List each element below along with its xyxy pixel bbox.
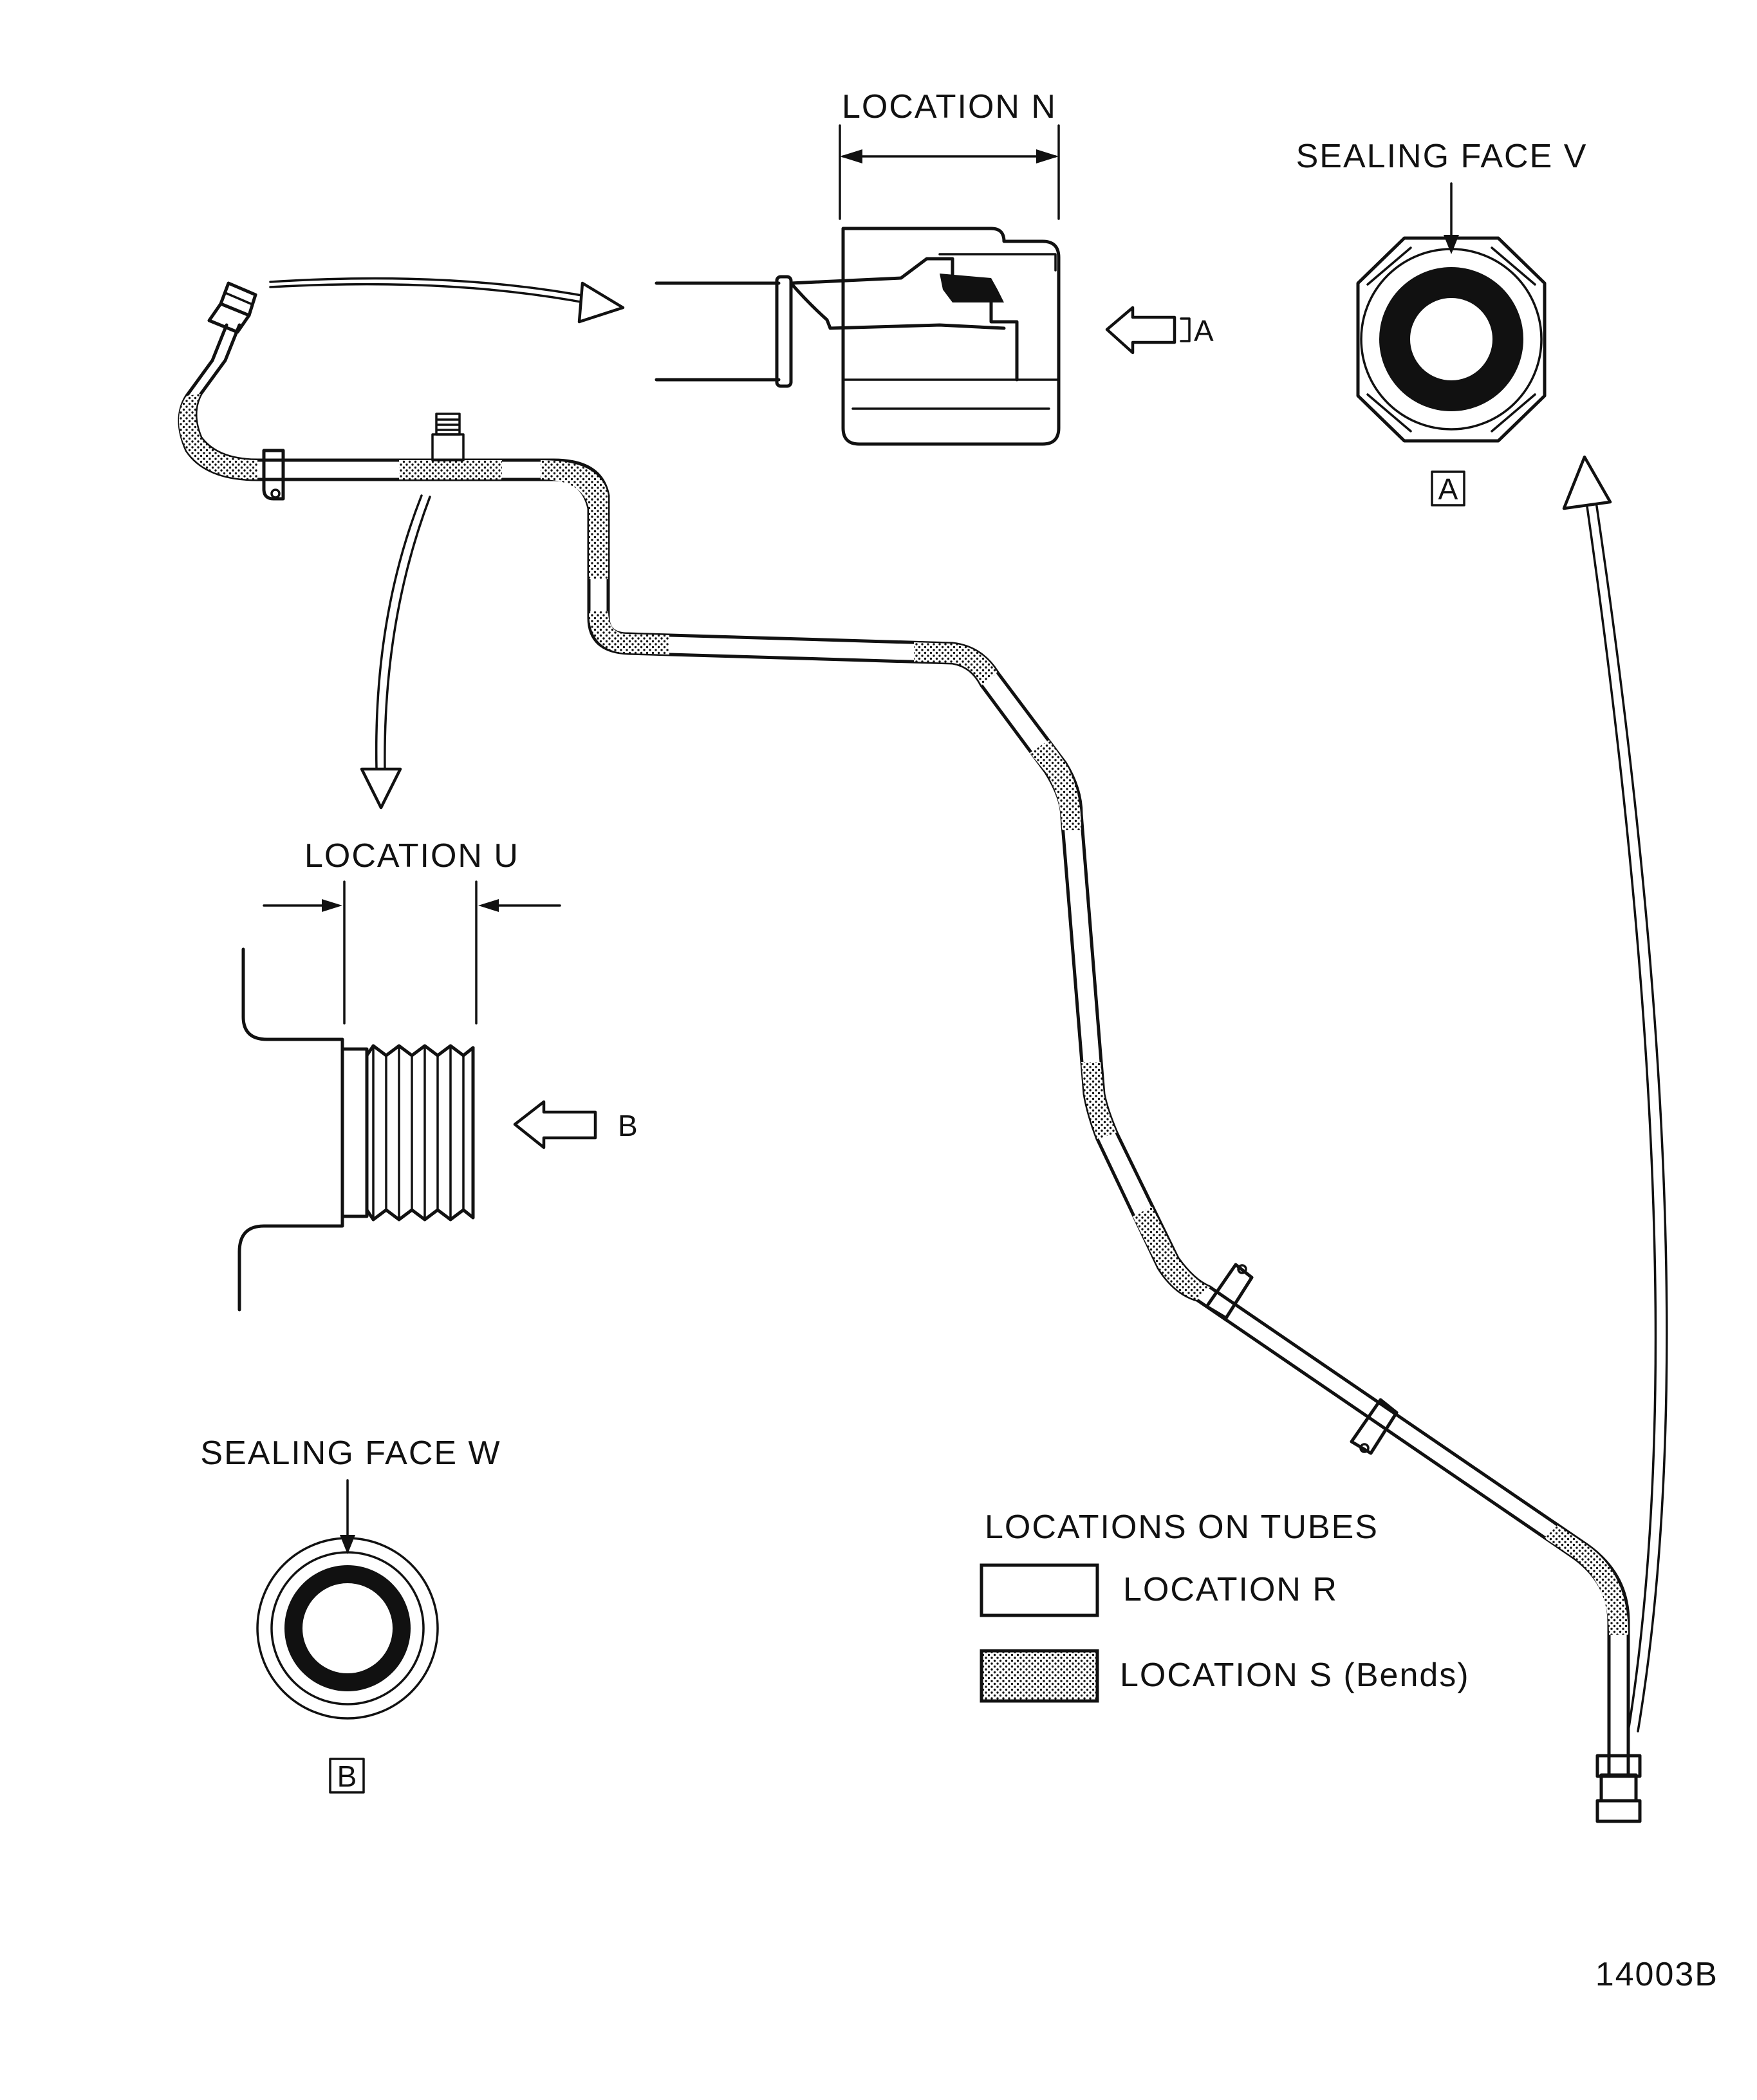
- legend: LOCATIONS ON TUBES LOCATION R LOCATION S…: [980, 1509, 1470, 1703]
- clamp-3: [1350, 1398, 1399, 1455]
- end-fitting-top: [207, 281, 257, 334]
- sealing-cut-section: [940, 274, 1004, 302]
- sealing-face-w-label: SEALING FACE W: [200, 1435, 501, 1472]
- bend-shading-1: [179, 394, 257, 479]
- end-fitting-bottom: [1595, 1754, 1642, 1823]
- view-b-arrow: [513, 1100, 597, 1149]
- bend-shading-4: [914, 642, 998, 685]
- legend-item-location-s: LOCATION S (Bends): [1120, 1657, 1470, 1694]
- location-n-label: LOCATION N: [842, 88, 1057, 125]
- bend-shading-8: [1545, 1525, 1628, 1635]
- coupling-nut-detail: LOCATION N A: [655, 88, 1214, 446]
- bend-shading-6: [1081, 1062, 1117, 1139]
- figure-number: 14003B: [1595, 1956, 1718, 1993]
- clamp-2: [1205, 1263, 1254, 1320]
- view-b-detail: SEALING FACE W B: [200, 1435, 501, 1794]
- bend-shading-2: [541, 460, 608, 579]
- bend-shading-7: [1133, 1207, 1210, 1300]
- view-b-label: B: [337, 1760, 357, 1793]
- callout-arrow-to-port: [360, 494, 431, 810]
- clamp-1: [262, 449, 285, 501]
- view-a-detail: SEALING FACE V A: [1296, 138, 1588, 506]
- legend-swatch-location-s: [980, 1649, 1099, 1703]
- callout-arrow-to-fitting: [269, 277, 625, 324]
- port-detail: LOCATION U B: [237, 837, 638, 1312]
- view-b-arrow-label: B: [618, 1109, 638, 1142]
- legend-title: LOCATIONS ON TUBES: [985, 1509, 1379, 1546]
- location-u-label: LOCATION U: [304, 837, 519, 875]
- sealing-face-v-label: SEALING FACE V: [1296, 138, 1588, 175]
- legend-item-location-r: LOCATION R: [1123, 1571, 1338, 1608]
- callout-arrow-to-view-a: [1562, 455, 1668, 1733]
- legend-swatch-location-r: [980, 1563, 1099, 1617]
- tee-port: [435, 413, 461, 436]
- view-a-label: A: [1438, 472, 1458, 506]
- tee-body: [431, 433, 465, 461]
- hex-nut-outline: [1356, 236, 1547, 443]
- tee-shading: [399, 460, 502, 479]
- bend-shading-5: [1030, 740, 1081, 830]
- bend-shading-3: [589, 611, 669, 655]
- tube-inner: [194, 323, 1630, 1778]
- view-a-arrow: [1105, 306, 1176, 355]
- tube-assembly: [178, 281, 1642, 1823]
- view-a-arrow-label: A: [1194, 314, 1214, 348]
